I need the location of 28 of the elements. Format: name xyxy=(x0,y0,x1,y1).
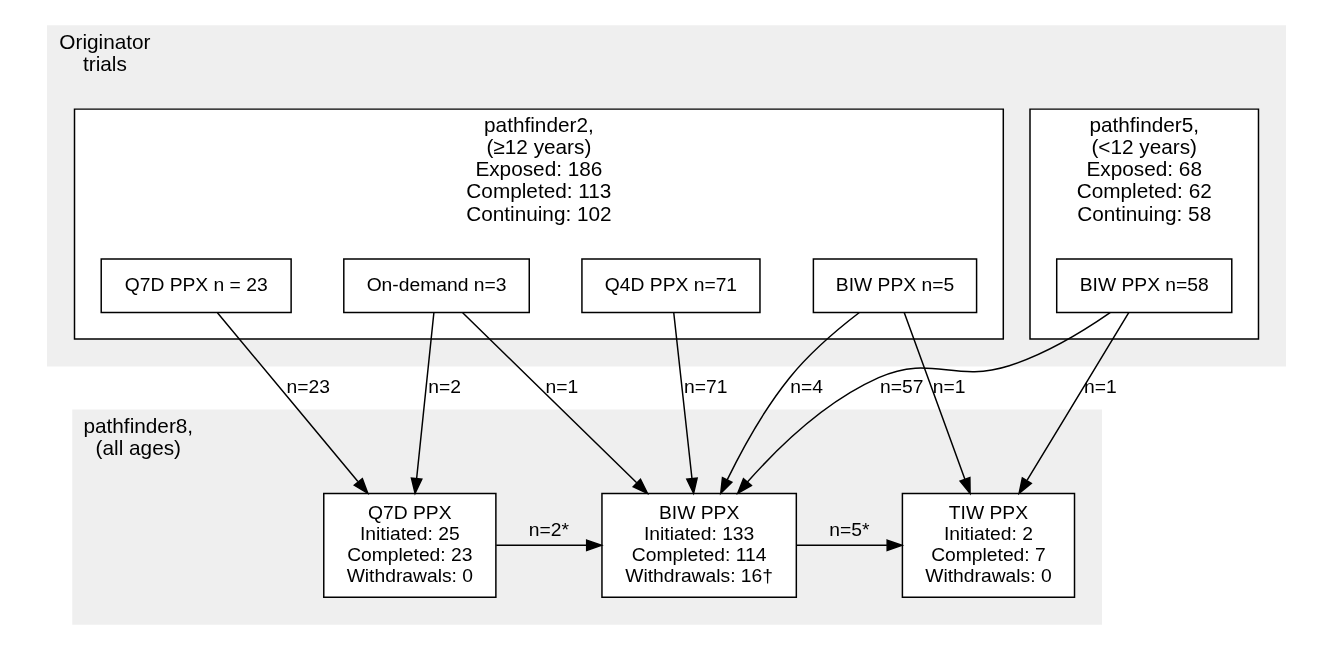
node-box: Q7D PPX n = 23 xyxy=(100,258,292,314)
edge-label: n=71 xyxy=(684,376,728,398)
edge-label: n=1 xyxy=(545,376,579,398)
node-box: Q4D PPX n=71 xyxy=(581,258,761,314)
arrow xyxy=(719,311,861,496)
node-box: Q7D PPX Initiated: 25 Completed: 23 Withdrawals: 0 xyxy=(323,492,497,598)
edge-label: n=57 xyxy=(879,376,924,398)
arrow xyxy=(495,539,604,552)
node-box: BIW PPX n=5 xyxy=(812,258,978,314)
arrow xyxy=(1017,312,1130,496)
edge-label: n=1 xyxy=(932,376,966,398)
node-box: On-demand n=3 xyxy=(343,258,530,314)
edge-label: n=2* xyxy=(528,518,570,540)
arrow xyxy=(410,312,435,496)
arrow xyxy=(736,312,1111,495)
arrow xyxy=(795,539,905,552)
arrow xyxy=(216,312,370,496)
arrow xyxy=(461,312,650,495)
edge-label: n=23 xyxy=(286,376,330,398)
arrow xyxy=(903,312,971,496)
node-box: TIW PPX Initiated: 2 Completed: 7 Withdrawals: 0 xyxy=(901,492,1076,598)
node-box: BIW PPX n=58 xyxy=(1055,258,1233,314)
node-box: BIW PPX Initiated: 133 Completed: 114 Withdrawals: 16† xyxy=(601,492,798,598)
edge-label: n=5* xyxy=(829,518,870,540)
edge-label: n=4 xyxy=(790,376,824,398)
edge-label: n=1 xyxy=(1084,376,1117,398)
arrow xyxy=(673,312,699,496)
edge-label: n=2 xyxy=(428,376,462,398)
